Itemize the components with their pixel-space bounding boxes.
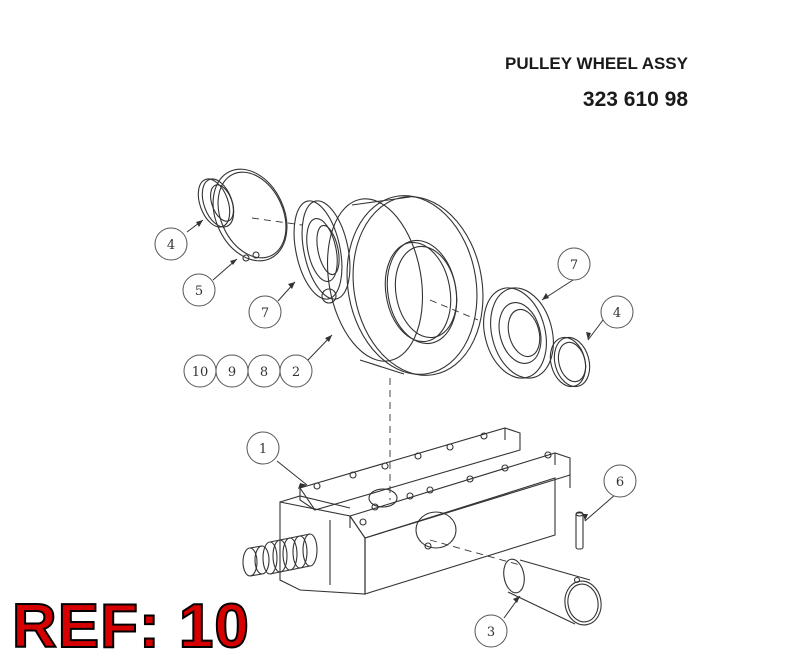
bearing-left bbox=[293, 200, 351, 300]
pulley-wheel bbox=[321, 195, 484, 376]
callout-7-left: 7 bbox=[248, 295, 282, 329]
callout-8: 8 bbox=[247, 354, 281, 388]
callout-9: 9 bbox=[215, 354, 249, 388]
seal-ring-left bbox=[197, 178, 235, 228]
callout-number: 5 bbox=[195, 284, 203, 299]
threaded-stud bbox=[242, 533, 318, 577]
callout-number: 1 bbox=[259, 442, 267, 457]
callout-number: 8 bbox=[260, 365, 268, 380]
callout-4-right: 4 bbox=[600, 295, 634, 329]
assembly-title: PULLEY WHEEL ASSY bbox=[505, 54, 688, 73]
bearing-right bbox=[483, 287, 554, 379]
part-number: 323 610 98 bbox=[582, 88, 688, 111]
callout-10: 10 bbox=[183, 354, 217, 388]
callout-number: 6 bbox=[616, 475, 624, 490]
callout-7-right: 7 bbox=[557, 247, 591, 281]
callout-2: 2 bbox=[279, 354, 313, 388]
axle-shaft bbox=[503, 558, 602, 626]
circlip bbox=[212, 168, 288, 262]
callout-number: 9 bbox=[228, 365, 236, 380]
callout-number: 4 bbox=[167, 238, 175, 253]
callout-6: 6 bbox=[603, 464, 637, 498]
callout-number: 7 bbox=[570, 258, 578, 273]
callout-5: 5 bbox=[182, 273, 216, 307]
seal-ring-right bbox=[549, 336, 591, 388]
callout-4-left: 4 bbox=[154, 227, 188, 261]
callout-number: 3 bbox=[487, 625, 495, 640]
callout-number: 4 bbox=[613, 306, 621, 321]
callout-number: 7 bbox=[261, 306, 269, 321]
callout-number: 10 bbox=[192, 365, 209, 380]
frame bbox=[242, 427, 571, 595]
callout-1: 1 bbox=[246, 431, 280, 465]
callout-number: 2 bbox=[292, 365, 300, 380]
ref-label: REF: 10 bbox=[11, 592, 250, 661]
roll-pin bbox=[575, 511, 584, 550]
callout-3: 3 bbox=[474, 614, 508, 648]
